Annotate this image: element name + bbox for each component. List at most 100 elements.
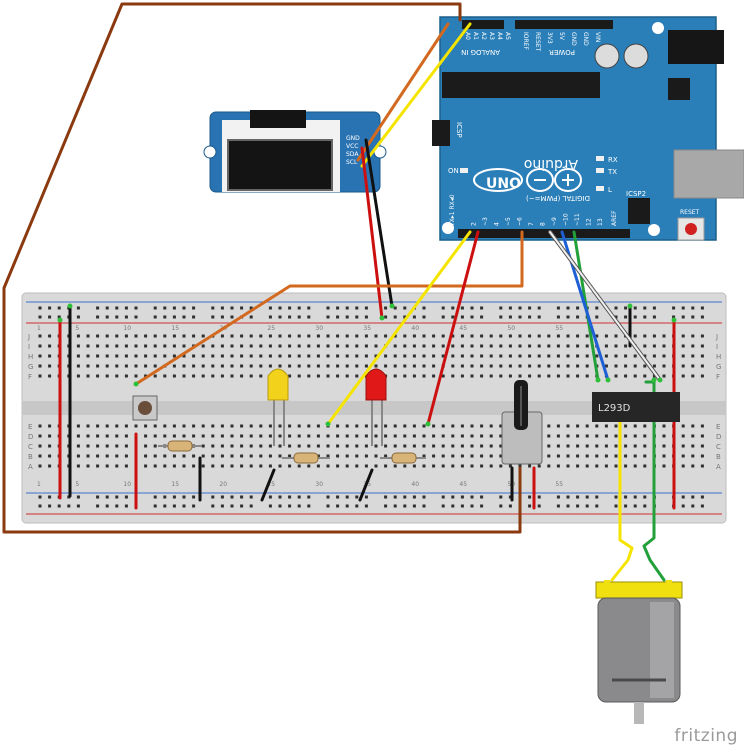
column-number: 15 (171, 481, 179, 488)
breadboard-hole (633, 444, 637, 448)
breadboard-hole (288, 344, 292, 348)
rail-hole (163, 504, 167, 508)
breadboard-hole (153, 334, 157, 338)
breadboard-hole (537, 364, 541, 368)
row-letter: E (716, 423, 720, 431)
breadboard-hole (499, 464, 503, 468)
breadboard-hole (211, 344, 215, 348)
wire-brown-loop (2, 2, 522, 534)
breadboard-hole (76, 424, 80, 428)
breadboard-hole (412, 344, 416, 348)
rail-hole (652, 315, 656, 319)
breadboard-hole (595, 424, 599, 428)
rail-hole (249, 315, 253, 319)
pin-label: VIN (594, 32, 601, 42)
breadboard-hole (633, 454, 637, 458)
rail-hole (211, 495, 215, 499)
breadboard-hole (278, 344, 282, 348)
rail-hole (48, 306, 52, 310)
breadboard-hole (316, 364, 320, 368)
arduino-aref-label: AREF (611, 210, 618, 226)
rail-hole (355, 315, 359, 319)
rail-hole (672, 306, 676, 310)
rail-hole (364, 315, 368, 319)
breadboard-hole (163, 464, 167, 468)
breadboard-hole (220, 354, 224, 358)
breadboard-hole (374, 464, 378, 468)
breadboard-hole (441, 454, 445, 458)
breadboard-hole (556, 354, 560, 358)
rail-hole (96, 315, 100, 319)
breadboard-hole (336, 374, 340, 378)
rail-hole (336, 504, 340, 508)
breadboard-hole (451, 444, 455, 448)
breadboard-hole (96, 364, 100, 368)
breadboard-hole (374, 434, 378, 438)
breadboard-hole (336, 354, 340, 358)
wire-yellow-led (326, 230, 472, 426)
arduino-rx-label: RX (608, 156, 618, 164)
breadboard-hole (480, 344, 484, 348)
rail-hole (470, 306, 474, 310)
wire-orange-button (134, 230, 524, 386)
breadboard-hole (249, 454, 253, 458)
breadboard-hole (432, 444, 436, 448)
arduino-reset-label: RESET (680, 209, 700, 216)
breadboard-hole (259, 454, 263, 458)
rail-hole (441, 306, 445, 310)
breadboard-hole (700, 424, 704, 428)
rail-hole (681, 315, 685, 319)
rail-hole (441, 504, 445, 508)
breadboard-hole (566, 374, 570, 378)
breadboard-hole (182, 454, 186, 458)
row-letter: I (716, 343, 718, 351)
breadboard-hole (700, 334, 704, 338)
breadboard-hole (240, 434, 244, 438)
breadboard-hole (393, 424, 397, 428)
connection-dot (671, 317, 677, 323)
column-number: 20 (219, 481, 227, 488)
breadboard-hole (393, 374, 397, 378)
breadboard-hole (240, 424, 244, 428)
breadboard-hole (38, 464, 42, 468)
breadboard-hole (105, 424, 109, 428)
breadboard-hole (288, 444, 292, 448)
pin-label: 3V3 (546, 32, 553, 44)
breadboard-hole (144, 374, 148, 378)
breadboard-hole (316, 334, 320, 338)
breadboard-hole (393, 354, 397, 358)
breadboard-hole (115, 424, 119, 428)
rail-hole (499, 495, 503, 499)
oled-pin-label: SCL (346, 159, 358, 166)
led-red (365, 368, 387, 446)
breadboard-hole (480, 434, 484, 438)
rail-hole (422, 306, 426, 310)
rail-hole (422, 315, 426, 319)
rail-hole (192, 495, 196, 499)
breadboard-hole (307, 434, 311, 438)
breadboard-hole (144, 354, 148, 358)
row-letter: J (715, 333, 718, 341)
rail-hole (624, 504, 628, 508)
rail-hole (355, 504, 359, 508)
breadboard-hole (172, 434, 176, 438)
breadboard-hole (499, 334, 503, 338)
breadboard-hole (172, 424, 176, 428)
breadboard-hole (585, 434, 589, 438)
breadboard-hole (700, 344, 704, 348)
rail-hole (537, 306, 541, 310)
breadboard-hole (489, 434, 493, 438)
pin-label: GND (570, 32, 577, 46)
rail-hole (192, 504, 196, 508)
breadboard-hole (96, 454, 100, 458)
breadboard-hole (86, 434, 90, 438)
breadboard-hole (518, 364, 522, 368)
breadboard-hole (499, 374, 503, 378)
breadboard-hole (326, 454, 330, 458)
breadboard-hole (182, 424, 186, 428)
breadboard-hole (220, 464, 224, 468)
breadboard-hole (163, 454, 167, 458)
breadboard-hole (422, 444, 426, 448)
breadboard-hole (153, 344, 157, 348)
pin-label: A1 (472, 32, 479, 40)
